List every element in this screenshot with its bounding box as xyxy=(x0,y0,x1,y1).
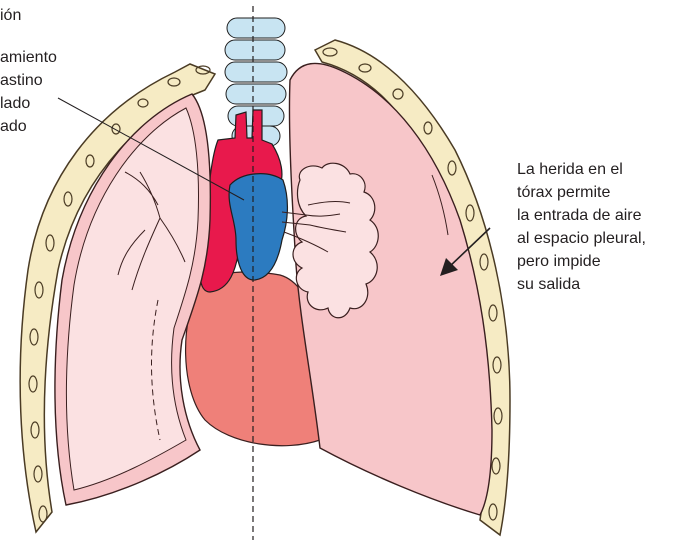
right-label-line-4: al espacio pleural, xyxy=(517,229,646,250)
top-left-label: ión xyxy=(0,6,21,27)
right-label-line-1: La herida en el xyxy=(517,160,623,181)
right-label-line-6: su salida xyxy=(517,275,580,296)
left-label-line-2: astino xyxy=(0,71,43,92)
left-label-line-1: amiento xyxy=(0,48,57,69)
left-label-line-4: ado xyxy=(0,117,27,138)
right-label-line-2: tórax permite xyxy=(517,183,610,204)
left-label-line-3: lado xyxy=(0,94,30,115)
right-label-line-3: la entrada de aire xyxy=(517,206,642,227)
right-label-line-5: pero impide xyxy=(517,252,601,273)
